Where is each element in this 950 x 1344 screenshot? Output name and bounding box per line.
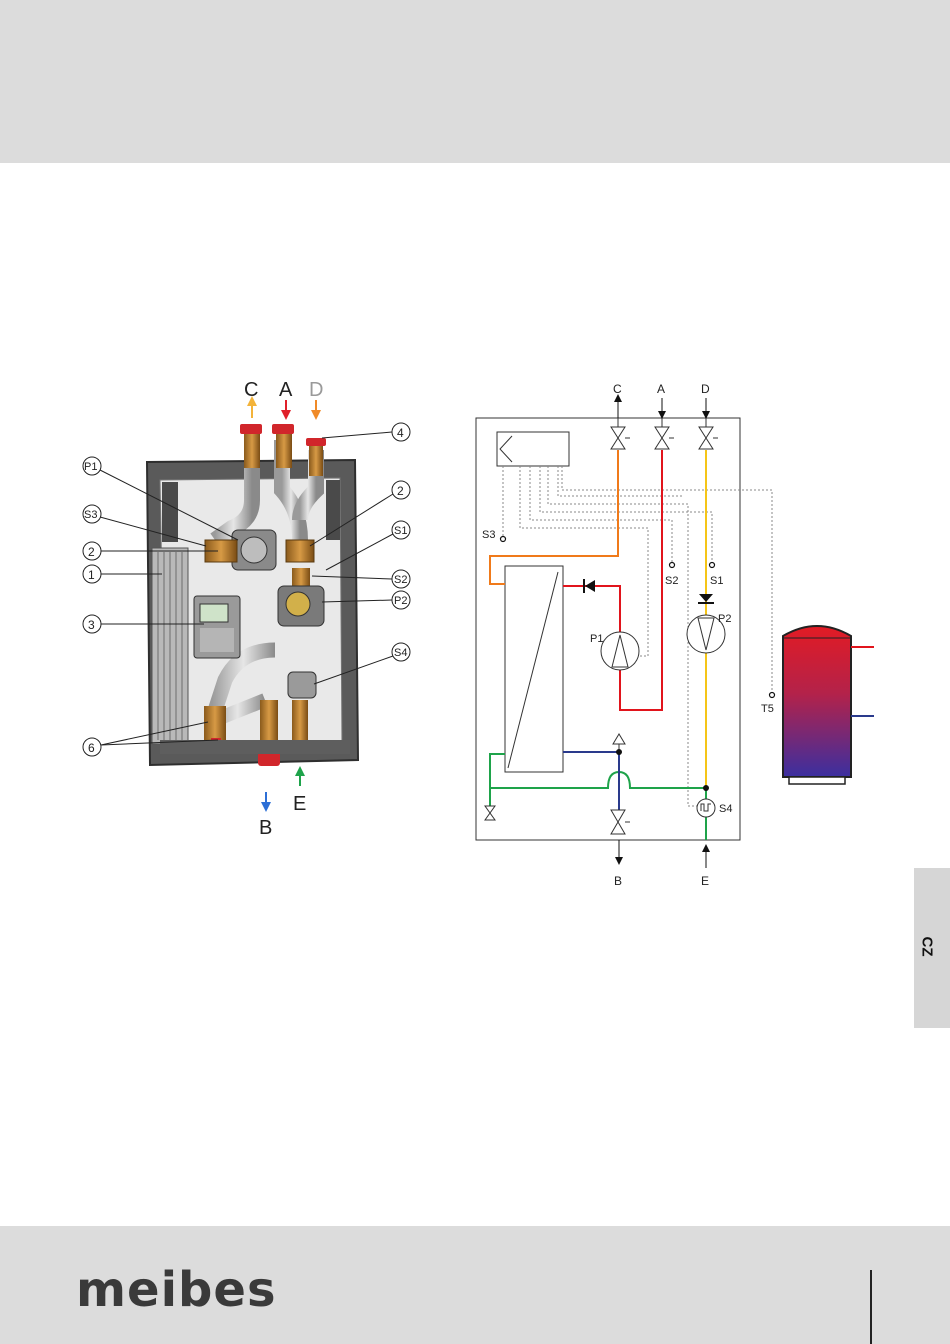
- callout-p1: P1: [84, 461, 97, 473]
- schematic-port-b: B: [614, 874, 622, 888]
- callout-1: 1: [88, 568, 95, 582]
- sensor-s4-label: S4: [719, 803, 732, 815]
- controller-photo: [194, 596, 240, 658]
- photo-port-e: E: [293, 793, 306, 815]
- schematic-port-c: C: [613, 382, 622, 396]
- callout-p2: P2: [394, 595, 407, 607]
- heat-exchanger: [152, 548, 188, 744]
- schematic-port-e: E: [701, 874, 709, 888]
- callout-s3: S3: [84, 509, 97, 521]
- footer-divider: [870, 1270, 872, 1344]
- sensor-s1-label: S1: [710, 575, 723, 587]
- photo-port-b: B: [259, 817, 272, 839]
- pump-p1-label: P1: [590, 633, 603, 645]
- controller-box: [497, 432, 569, 466]
- pump-p2-photo: [278, 586, 324, 626]
- callout-2-right: 2: [397, 484, 404, 498]
- callout-3: 3: [88, 618, 95, 632]
- schematic-pump-p1: [601, 632, 639, 670]
- storage-tank: [783, 626, 874, 784]
- hydraulic-schematic: [476, 394, 775, 868]
- sensor-t5-label: T5: [761, 703, 774, 715]
- callout-6: 6: [88, 741, 95, 755]
- photo-port-c: C: [244, 379, 258, 401]
- callout-s1: S1: [394, 525, 407, 537]
- photo-port-a: A: [279, 379, 293, 401]
- sensor-s3-label: S3: [482, 529, 495, 541]
- callout-s2: S2: [394, 574, 407, 586]
- schematic-port-d: D: [701, 382, 710, 396]
- schematic-heat-exchanger: [505, 566, 563, 772]
- language-tab: CZ: [914, 868, 950, 1028]
- photo-port-d: D: [309, 379, 323, 401]
- product-photo: [147, 424, 358, 766]
- callout-4: 4: [397, 426, 404, 440]
- meibes-logo: meibes: [76, 1262, 277, 1318]
- pump-p2-label: P2: [718, 613, 731, 625]
- schematic-port-a: A: [657, 382, 665, 396]
- pump-p1-photo: [232, 530, 276, 570]
- callout-s4: S4: [394, 647, 407, 659]
- sensor-s2-label: S2: [665, 575, 678, 587]
- language-tab-label: CZ: [919, 937, 936, 957]
- callout-2-left: 2: [88, 545, 95, 559]
